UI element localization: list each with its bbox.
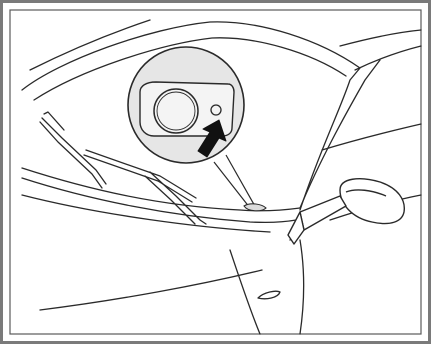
- magnifier: [128, 47, 244, 163]
